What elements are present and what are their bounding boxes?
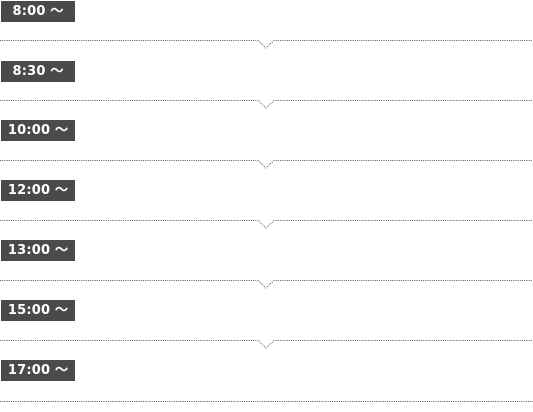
time-label: 8:30 〜 (1, 61, 75, 82)
divider-chevron (0, 95, 533, 111)
divider-chevron (0, 215, 533, 231)
divider-chevron (0, 155, 533, 171)
divider-chevron (0, 35, 533, 51)
time-label: 10:00 〜 (1, 120, 75, 141)
divider-plain (0, 396, 533, 412)
divider-chevron (0, 275, 533, 291)
time-label: 12:00 〜 (1, 180, 75, 201)
divider-chevron (0, 335, 533, 351)
time-label: 17:00 〜 (1, 360, 75, 381)
time-label: 13:00 〜 (1, 240, 75, 261)
schedule-timeline: 8:00 〜 8:30 〜 10:00 〜 12:00 〜 13:00 〜 15… (0, 1, 533, 402)
time-label: 8:00 〜 (1, 1, 75, 22)
time-label: 15:00 〜 (1, 300, 75, 321)
